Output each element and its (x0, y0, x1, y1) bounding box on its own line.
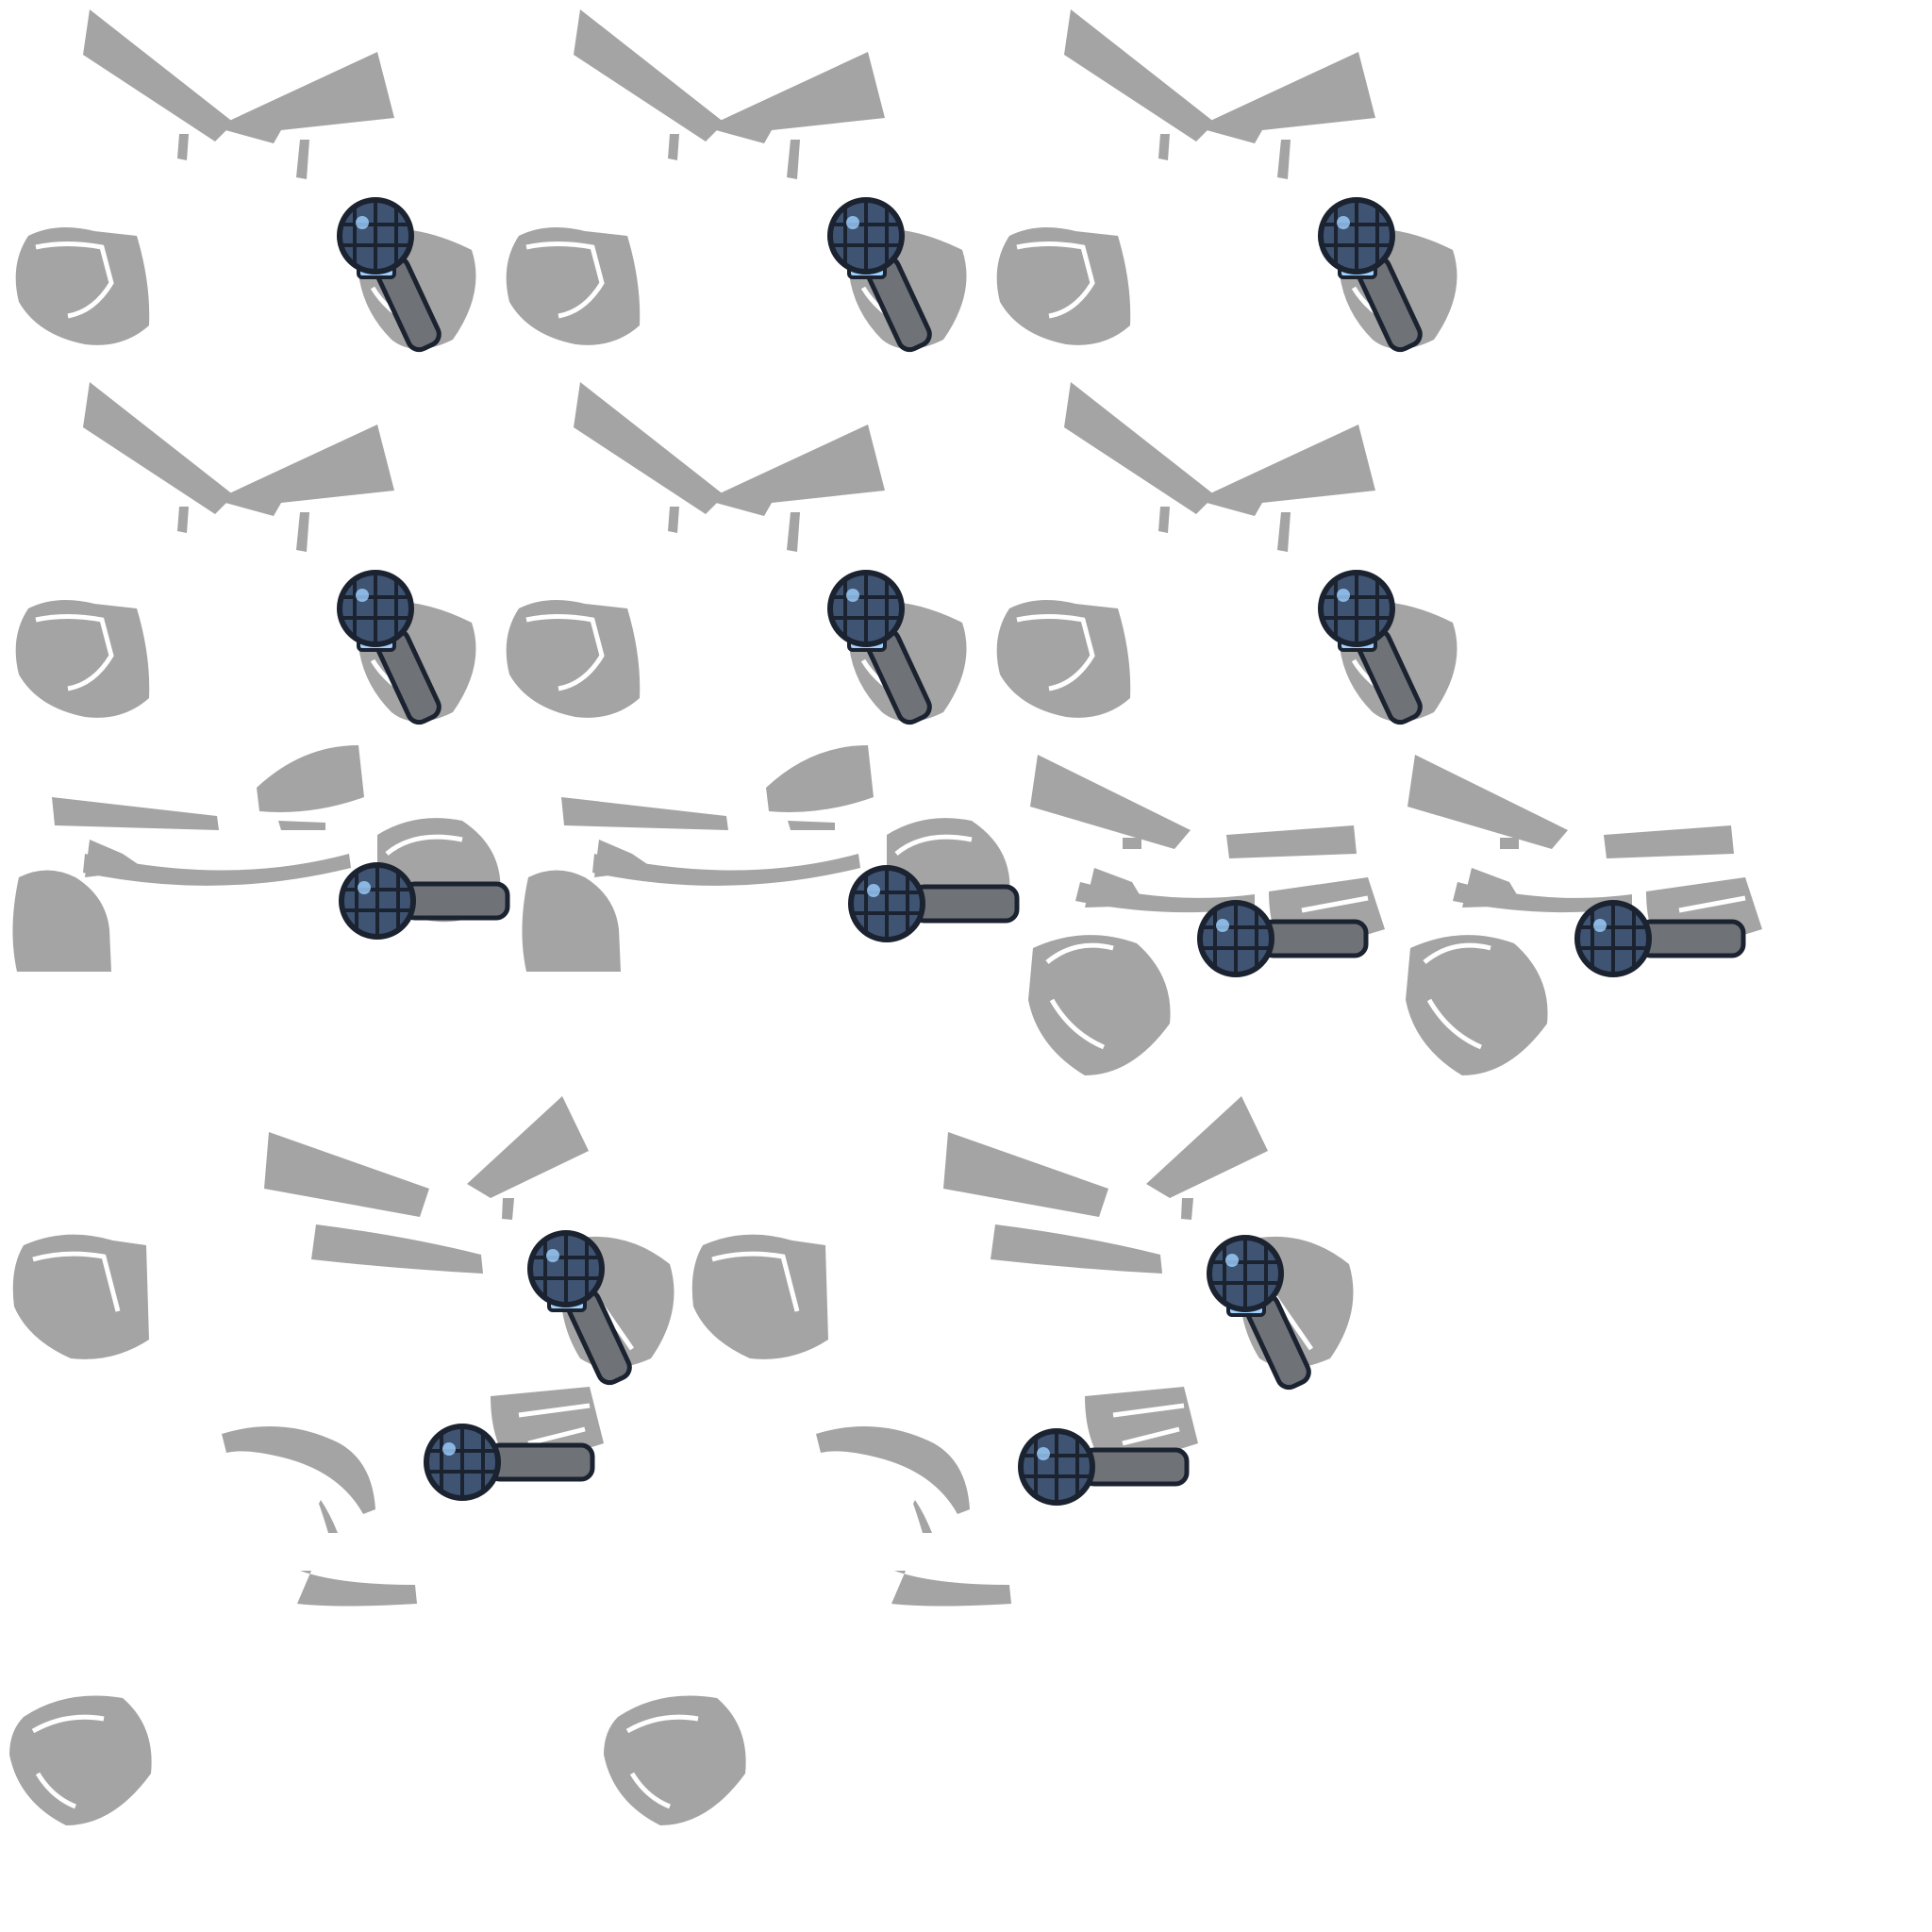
sing-left-frame-1 (12, 745, 508, 972)
sing-up-frame-1 (13, 1096, 675, 1387)
sing-right-frame-2 (1406, 755, 1762, 1075)
sing-up-frame-2 (692, 1096, 1354, 1391)
idle-frame-1 (16, 9, 476, 354)
idle-frame-6 (997, 382, 1457, 726)
sing-left-frame-2 (522, 745, 1017, 972)
idle-frame-5 (507, 382, 967, 726)
idle-frame-2 (507, 9, 967, 354)
sing-down-frame-1 (9, 1387, 604, 1825)
sing-down-frame-2 (604, 1387, 1198, 1825)
idle-frame-4 (16, 382, 476, 726)
idle-frame-3 (997, 9, 1457, 354)
sing-right-frame-1 (1028, 755, 1385, 1075)
